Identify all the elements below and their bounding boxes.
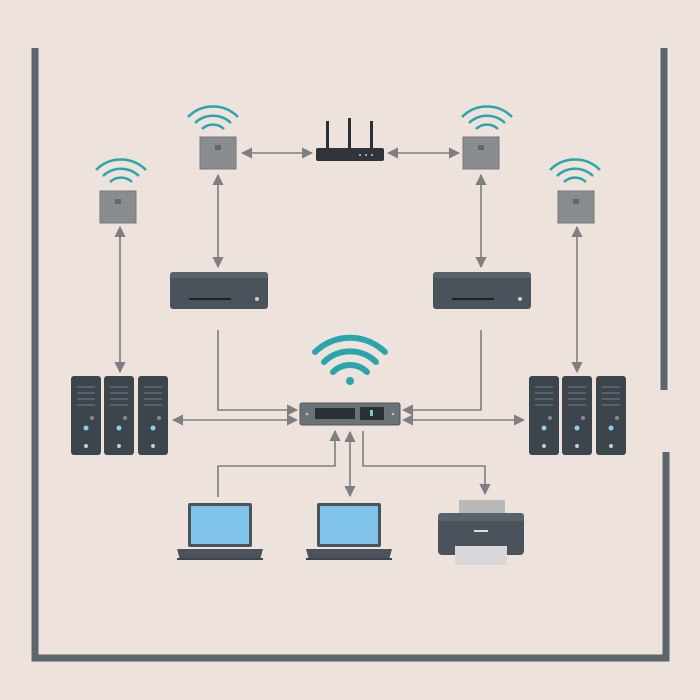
access-point-icon: [460, 105, 514, 131]
server-icon: [529, 376, 626, 455]
access-point-icon: [548, 158, 602, 184]
access-point-icon: [557, 190, 595, 224]
room-walls: [31, 48, 670, 662]
access-point-icon: [94, 158, 148, 184]
access-point-icon: [199, 136, 237, 170]
printer-icon: [438, 500, 524, 565]
access-point-icon: [186, 105, 240, 131]
access-point-icon: [462, 136, 500, 170]
access-point-icon: [99, 190, 137, 224]
wifi-icon: [312, 334, 388, 385]
switch-icon: [299, 402, 401, 426]
nas-icon: [170, 272, 268, 309]
server-icon: [71, 376, 168, 455]
connection-arrows: [114, 147, 583, 498]
laptop-icon: [306, 503, 392, 560]
router-icon: [316, 118, 384, 161]
laptop-icon: [177, 503, 263, 560]
nas-icon: [433, 272, 531, 309]
